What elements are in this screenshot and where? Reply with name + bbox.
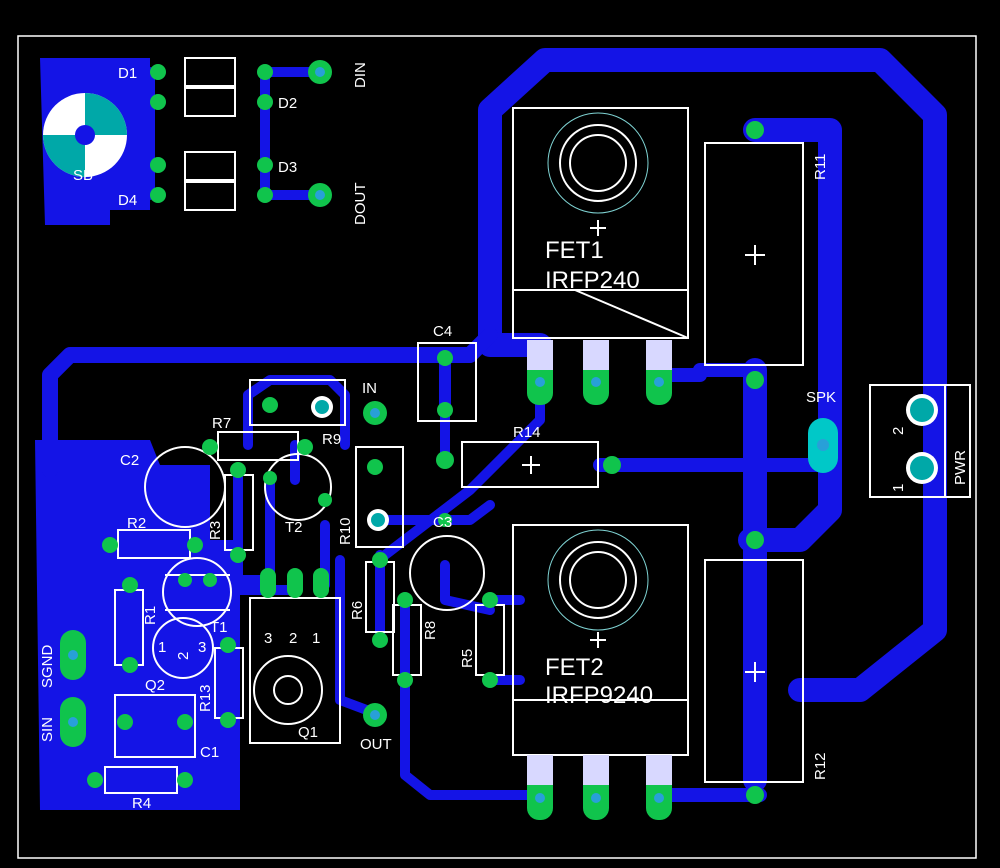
label-q1-pin2: 2 bbox=[289, 630, 297, 647]
label-in: IN bbox=[362, 380, 377, 397]
label-r1: R1 bbox=[142, 606, 159, 625]
label-r6: R6 bbox=[349, 601, 366, 620]
label-t1: T1 bbox=[210, 619, 228, 636]
label-c1: C1 bbox=[200, 744, 219, 761]
label-r7: R7 bbox=[212, 415, 231, 432]
label-pwr-pin1: 1 bbox=[890, 484, 907, 492]
label-q2-pin2: 2 bbox=[175, 652, 192, 660]
label-r12: R12 bbox=[812, 752, 829, 780]
label-r11: R11 bbox=[812, 154, 829, 180]
labels: D1 D2 D3 D4 DIN DOUT SB FET1 IRFP240 FET… bbox=[39, 62, 969, 812]
sb-rotary-switch bbox=[43, 93, 127, 177]
label-pwr-pin2: 2 bbox=[890, 427, 907, 435]
label-q2-pin1: 1 bbox=[158, 639, 166, 656]
label-d1: D1 bbox=[118, 65, 137, 82]
board-outline bbox=[17, 35, 977, 859]
label-q2-pin3: 3 bbox=[198, 639, 206, 656]
label-r9: R9 bbox=[322, 431, 341, 448]
label-q1: Q1 bbox=[298, 724, 318, 741]
label-d4: D4 bbox=[118, 192, 137, 209]
label-c4: C4 bbox=[433, 323, 452, 340]
label-fet1-ref: FET1 bbox=[545, 237, 604, 264]
label-r14: R14 bbox=[513, 424, 541, 441]
label-r2: R2 bbox=[127, 515, 146, 532]
label-d3: D3 bbox=[278, 159, 297, 176]
label-sb: SB bbox=[73, 167, 93, 184]
label-dout: DOUT bbox=[352, 183, 369, 226]
label-c2: C2 bbox=[120, 452, 139, 469]
label-sgnd: SGND bbox=[39, 644, 56, 688]
label-q2: Q2 bbox=[145, 677, 165, 694]
label-t2: T2 bbox=[285, 519, 303, 536]
label-spk: SPK bbox=[806, 389, 836, 406]
label-sin: SIN bbox=[39, 717, 56, 742]
label-q1-pin1: 1 bbox=[312, 630, 320, 647]
label-fet2-part: IRFP9240 bbox=[545, 682, 653, 709]
label-r5: R5 bbox=[459, 649, 476, 668]
label-pwr: PWR bbox=[952, 450, 969, 485]
label-d2: D2 bbox=[278, 95, 297, 112]
label-fet1-part: IRFP240 bbox=[545, 267, 640, 294]
label-r10: R10 bbox=[337, 517, 354, 545]
label-r13: R13 bbox=[197, 684, 214, 712]
label-fet2-ref: FET2 bbox=[545, 654, 604, 681]
silkscreen bbox=[104, 57, 971, 794]
pads bbox=[60, 60, 938, 820]
label-r8: R8 bbox=[422, 621, 439, 640]
label-r4: R4 bbox=[132, 795, 151, 812]
label-out: OUT bbox=[360, 736, 392, 753]
label-c3: C3 bbox=[433, 514, 452, 531]
label-q1-pin3: 3 bbox=[264, 630, 272, 647]
label-r3: R3 bbox=[207, 521, 224, 540]
label-din: DIN bbox=[352, 62, 369, 88]
